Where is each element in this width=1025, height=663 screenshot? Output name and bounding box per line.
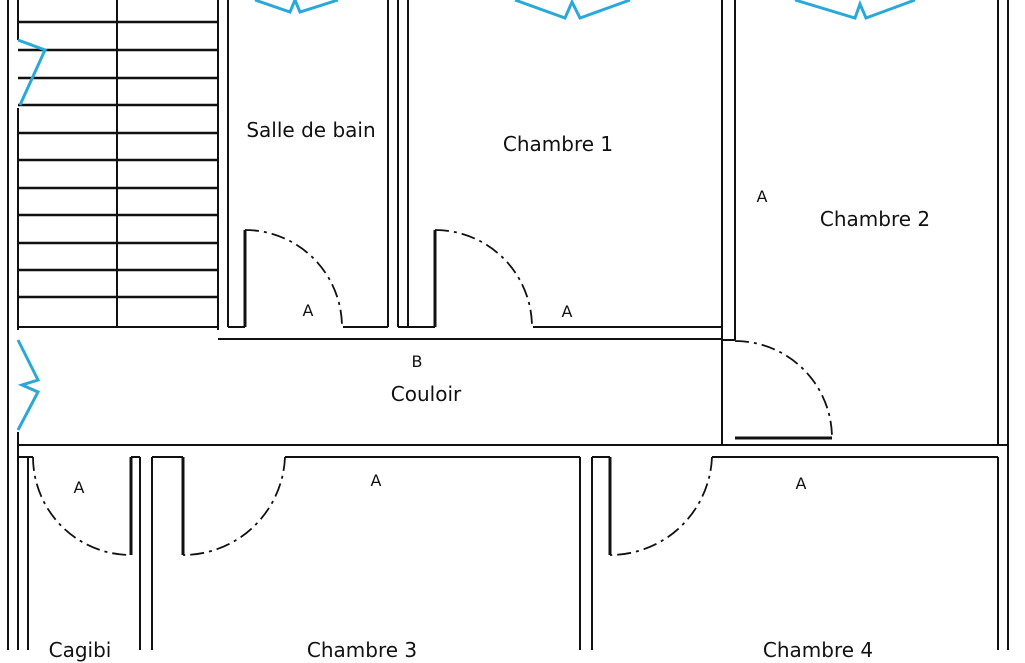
walls bbox=[7, 0, 1009, 650]
room-label-storage: Cagibi bbox=[48, 638, 112, 662]
room-label-bedroom3: Chambre 3 bbox=[306, 638, 418, 662]
marker-bedroom4: A bbox=[795, 474, 807, 493]
room-label-bedroom4: Chambre 4 bbox=[762, 638, 874, 662]
marker-storage-door: A bbox=[73, 478, 85, 497]
marker-bedroom2: A bbox=[756, 187, 768, 206]
staircase bbox=[18, 0, 218, 327]
marker-bedroom3: A bbox=[370, 471, 382, 490]
marker-corridor: B bbox=[411, 352, 423, 371]
room-label-bedroom2: Chambre 2 bbox=[819, 207, 931, 231]
doors bbox=[32, 229, 833, 556]
room-label-bathroom: Salle de bain bbox=[246, 118, 376, 142]
room-label-bedroom1: Chambre 1 bbox=[502, 132, 614, 156]
marker-bedroom1-door: A bbox=[561, 302, 573, 321]
marker-bathroom-door: A bbox=[302, 301, 314, 320]
room-label-corridor: Couloir bbox=[390, 382, 462, 406]
windows bbox=[16, 0, 916, 431]
